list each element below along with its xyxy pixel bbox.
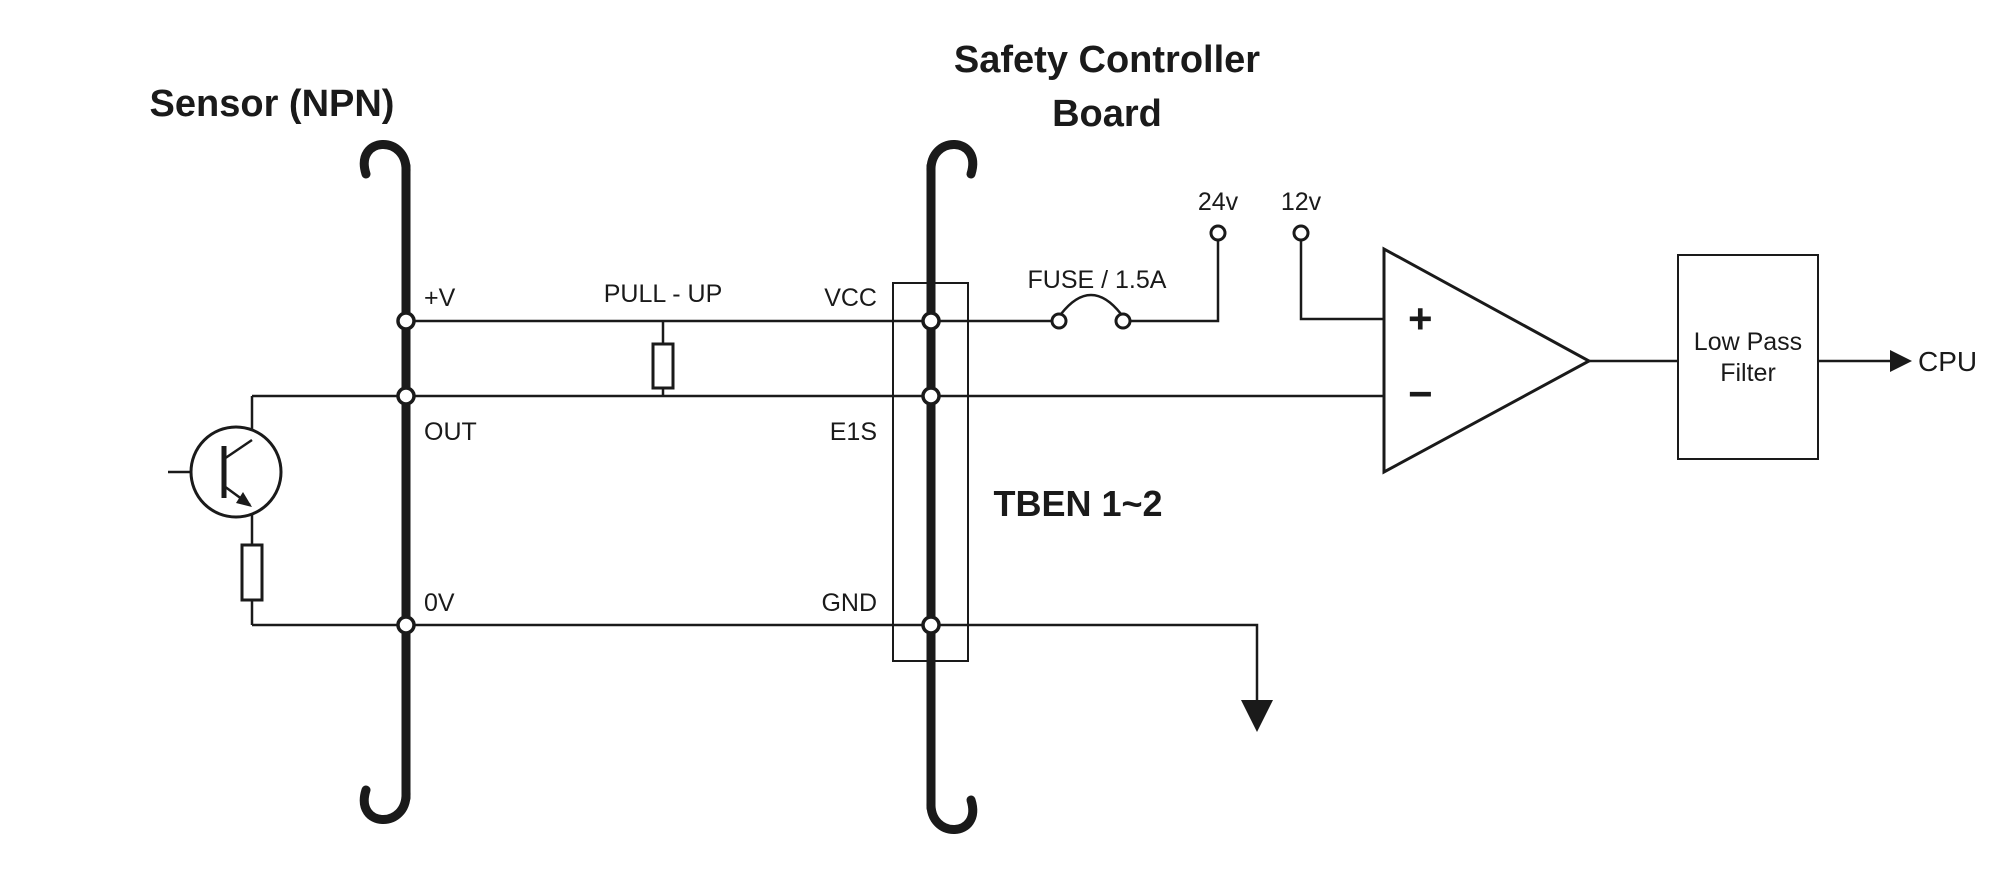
- controller-title-line2: Board: [1052, 93, 1162, 135]
- fuse-to-24v-wire: [1129, 240, 1220, 323]
- controller-cable-bottom-hook: [926, 795, 978, 834]
- emitter-resistor: [240, 543, 264, 602]
- low-pass-filter: Low Pass Filter: [1677, 254, 1819, 460]
- pin-label-out: OUT: [424, 418, 477, 446]
- fuse-label: FUSE / 1.5A: [1028, 266, 1167, 294]
- controller-vcc-dot: [921, 311, 941, 331]
- fuse-left-contact: [1050, 312, 1068, 330]
- pin-label-e1s: E1S: [830, 418, 877, 446]
- transistor-emitter-arrow: [236, 492, 252, 507]
- controller-title-line1: Safety Controller: [954, 39, 1260, 81]
- controller-e1s-dot: [921, 386, 941, 406]
- pin-label-0v: 0V: [424, 589, 455, 617]
- rail-12v-label: 12v: [1281, 188, 1322, 216]
- terminal-12v: [1292, 224, 1310, 242]
- zerov-gnd-wire: [252, 623, 1259, 700]
- pullup-label: PULL - UP: [604, 280, 723, 308]
- transistor-collector-lead: [223, 438, 253, 461]
- cpu-label: CPU: [1918, 346, 1977, 377]
- pin-label-vplus: +V: [424, 284, 456, 312]
- sensor-cable-bottom-hook: [359, 785, 411, 824]
- controller-gnd-dot: [921, 615, 941, 635]
- low-pass-filter-label-line2: Filter: [1720, 359, 1776, 387]
- rail-24v-label: 24v: [1198, 188, 1239, 216]
- pin-label-gnd: GND: [821, 589, 877, 617]
- transistor-circle: [189, 425, 283, 519]
- comparator-minus-sign: −: [1408, 370, 1433, 417]
- npn-transistor: [189, 425, 283, 519]
- cpu-arrowhead-icon: [1890, 350, 1912, 372]
- fuse: [1050, 293, 1132, 330]
- tben-label: TBEN 1~2: [993, 483, 1162, 524]
- fuse-arc: [1060, 293, 1122, 315]
- sensor-out-dot: [396, 386, 416, 406]
- comparator: + −: [1382, 246, 1593, 475]
- controller-cable-top-hook: [926, 140, 978, 179]
- pin-label-vcc: VCC: [824, 284, 877, 312]
- pullup-resistor: [651, 342, 675, 390]
- sensor-0v-dot: [396, 615, 416, 635]
- terminal-24v: [1209, 224, 1227, 242]
- connection-dots: [396, 311, 941, 635]
- sensor-cable-top-hook: [359, 140, 411, 179]
- comparator-plus-sign: +: [1408, 295, 1433, 342]
- comparator-triangle: [1382, 246, 1593, 475]
- controller-cable: [926, 140, 978, 834]
- fuse-right-contact: [1114, 312, 1132, 330]
- ground-arrow-icon: [1241, 700, 1273, 732]
- rail12v-wire: [1299, 240, 1384, 321]
- sensor-title: Sensor (NPN): [150, 83, 395, 125]
- sensor-vplus-dot: [396, 311, 416, 331]
- sensor-cable: [359, 140, 411, 824]
- low-pass-filter-label-line1: Low Pass: [1694, 328, 1802, 356]
- low-pass-filter-box: [1677, 254, 1819, 460]
